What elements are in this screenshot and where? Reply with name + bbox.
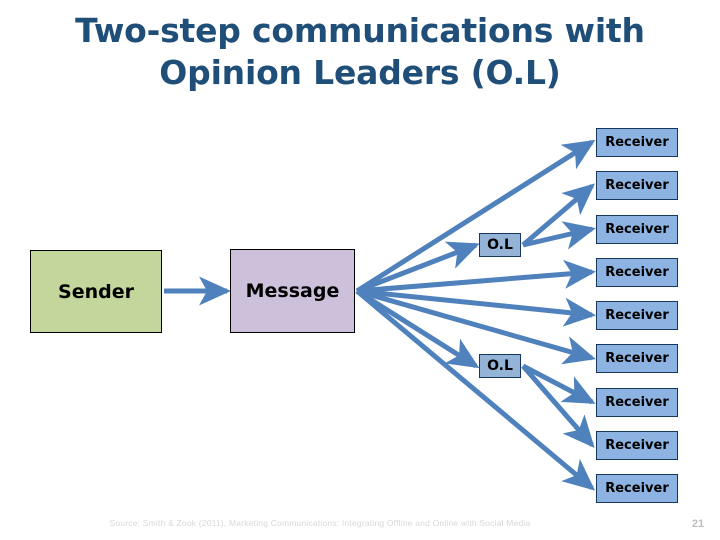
node-receiver-6-label: Receiver <box>605 351 669 366</box>
node-receiver-9-label: Receiver <box>605 481 669 496</box>
node-receiver-9[interactable]: Receiver <box>596 474 678 503</box>
node-message-label: Message <box>245 280 340 302</box>
node-receiver-8-label: Receiver <box>605 438 669 453</box>
node-opinion-leader-1[interactable]: O.L <box>479 233 521 257</box>
page-number: 21 <box>691 518 705 530</box>
node-receiver-5-label: Receiver <box>605 308 669 323</box>
node-opinion-leader-1-label: O.L <box>487 237 513 253</box>
node-receiver-5[interactable]: Receiver <box>596 301 678 330</box>
arrow-opinion-leader-1-to-receiver-2 <box>521 183 596 247</box>
node-message[interactable]: Message <box>230 249 355 333</box>
node-opinion-leader-2-label: O.L <box>487 358 513 374</box>
node-receiver-3-label: Receiver <box>605 222 669 237</box>
node-receiver-4-label: Receiver <box>605 265 669 280</box>
node-sender-label: Sender <box>58 280 134 303</box>
page-title: Two-step communications with Opinion Lea… <box>0 10 720 94</box>
node-receiver-4[interactable]: Receiver <box>596 258 678 287</box>
node-receiver-8[interactable]: Receiver <box>596 431 678 460</box>
node-receiver-7[interactable]: Receiver <box>596 388 678 417</box>
node-receiver-2-label: Receiver <box>605 178 669 193</box>
node-receiver-1-label: Receiver <box>605 135 669 150</box>
arrow-message-to-receiver-1 <box>355 139 596 294</box>
source-citation: Source: Smith & Zook (2011), Marketing C… <box>109 518 531 528</box>
arrow-opinion-leader-1-to-receiver-3 <box>522 221 596 250</box>
title-line-2: Opinion Leaders (O.L) <box>159 53 561 92</box>
arrow-message-to-receiver-6 <box>356 288 596 365</box>
arrow-message-to-opinion-leader-2 <box>355 288 480 369</box>
arrow-message-to-receiver-5 <box>356 288 596 327</box>
arrow-message-to-receiver-4 <box>356 259 596 294</box>
node-receiver-7-label: Receiver <box>605 395 669 410</box>
arrow-message-to-receiver-9 <box>355 289 596 491</box>
arrow-opinion-leader-2-to-receiver-7 <box>521 363 596 405</box>
node-receiver-3[interactable]: Receiver <box>596 215 678 244</box>
node-opinion-leader-2[interactable]: O.L <box>479 354 521 378</box>
arrow-message-to-opinion-leader-1 <box>356 241 480 294</box>
node-receiver-1[interactable]: Receiver <box>596 128 678 157</box>
arrow-opinion-leader-2-to-receiver-8 <box>521 364 595 449</box>
node-sender[interactable]: Sender <box>30 250 162 333</box>
title-line-1: Two-step communications with <box>75 11 645 50</box>
node-receiver-2[interactable]: Receiver <box>596 171 678 200</box>
node-receiver-6[interactable]: Receiver <box>596 344 678 373</box>
